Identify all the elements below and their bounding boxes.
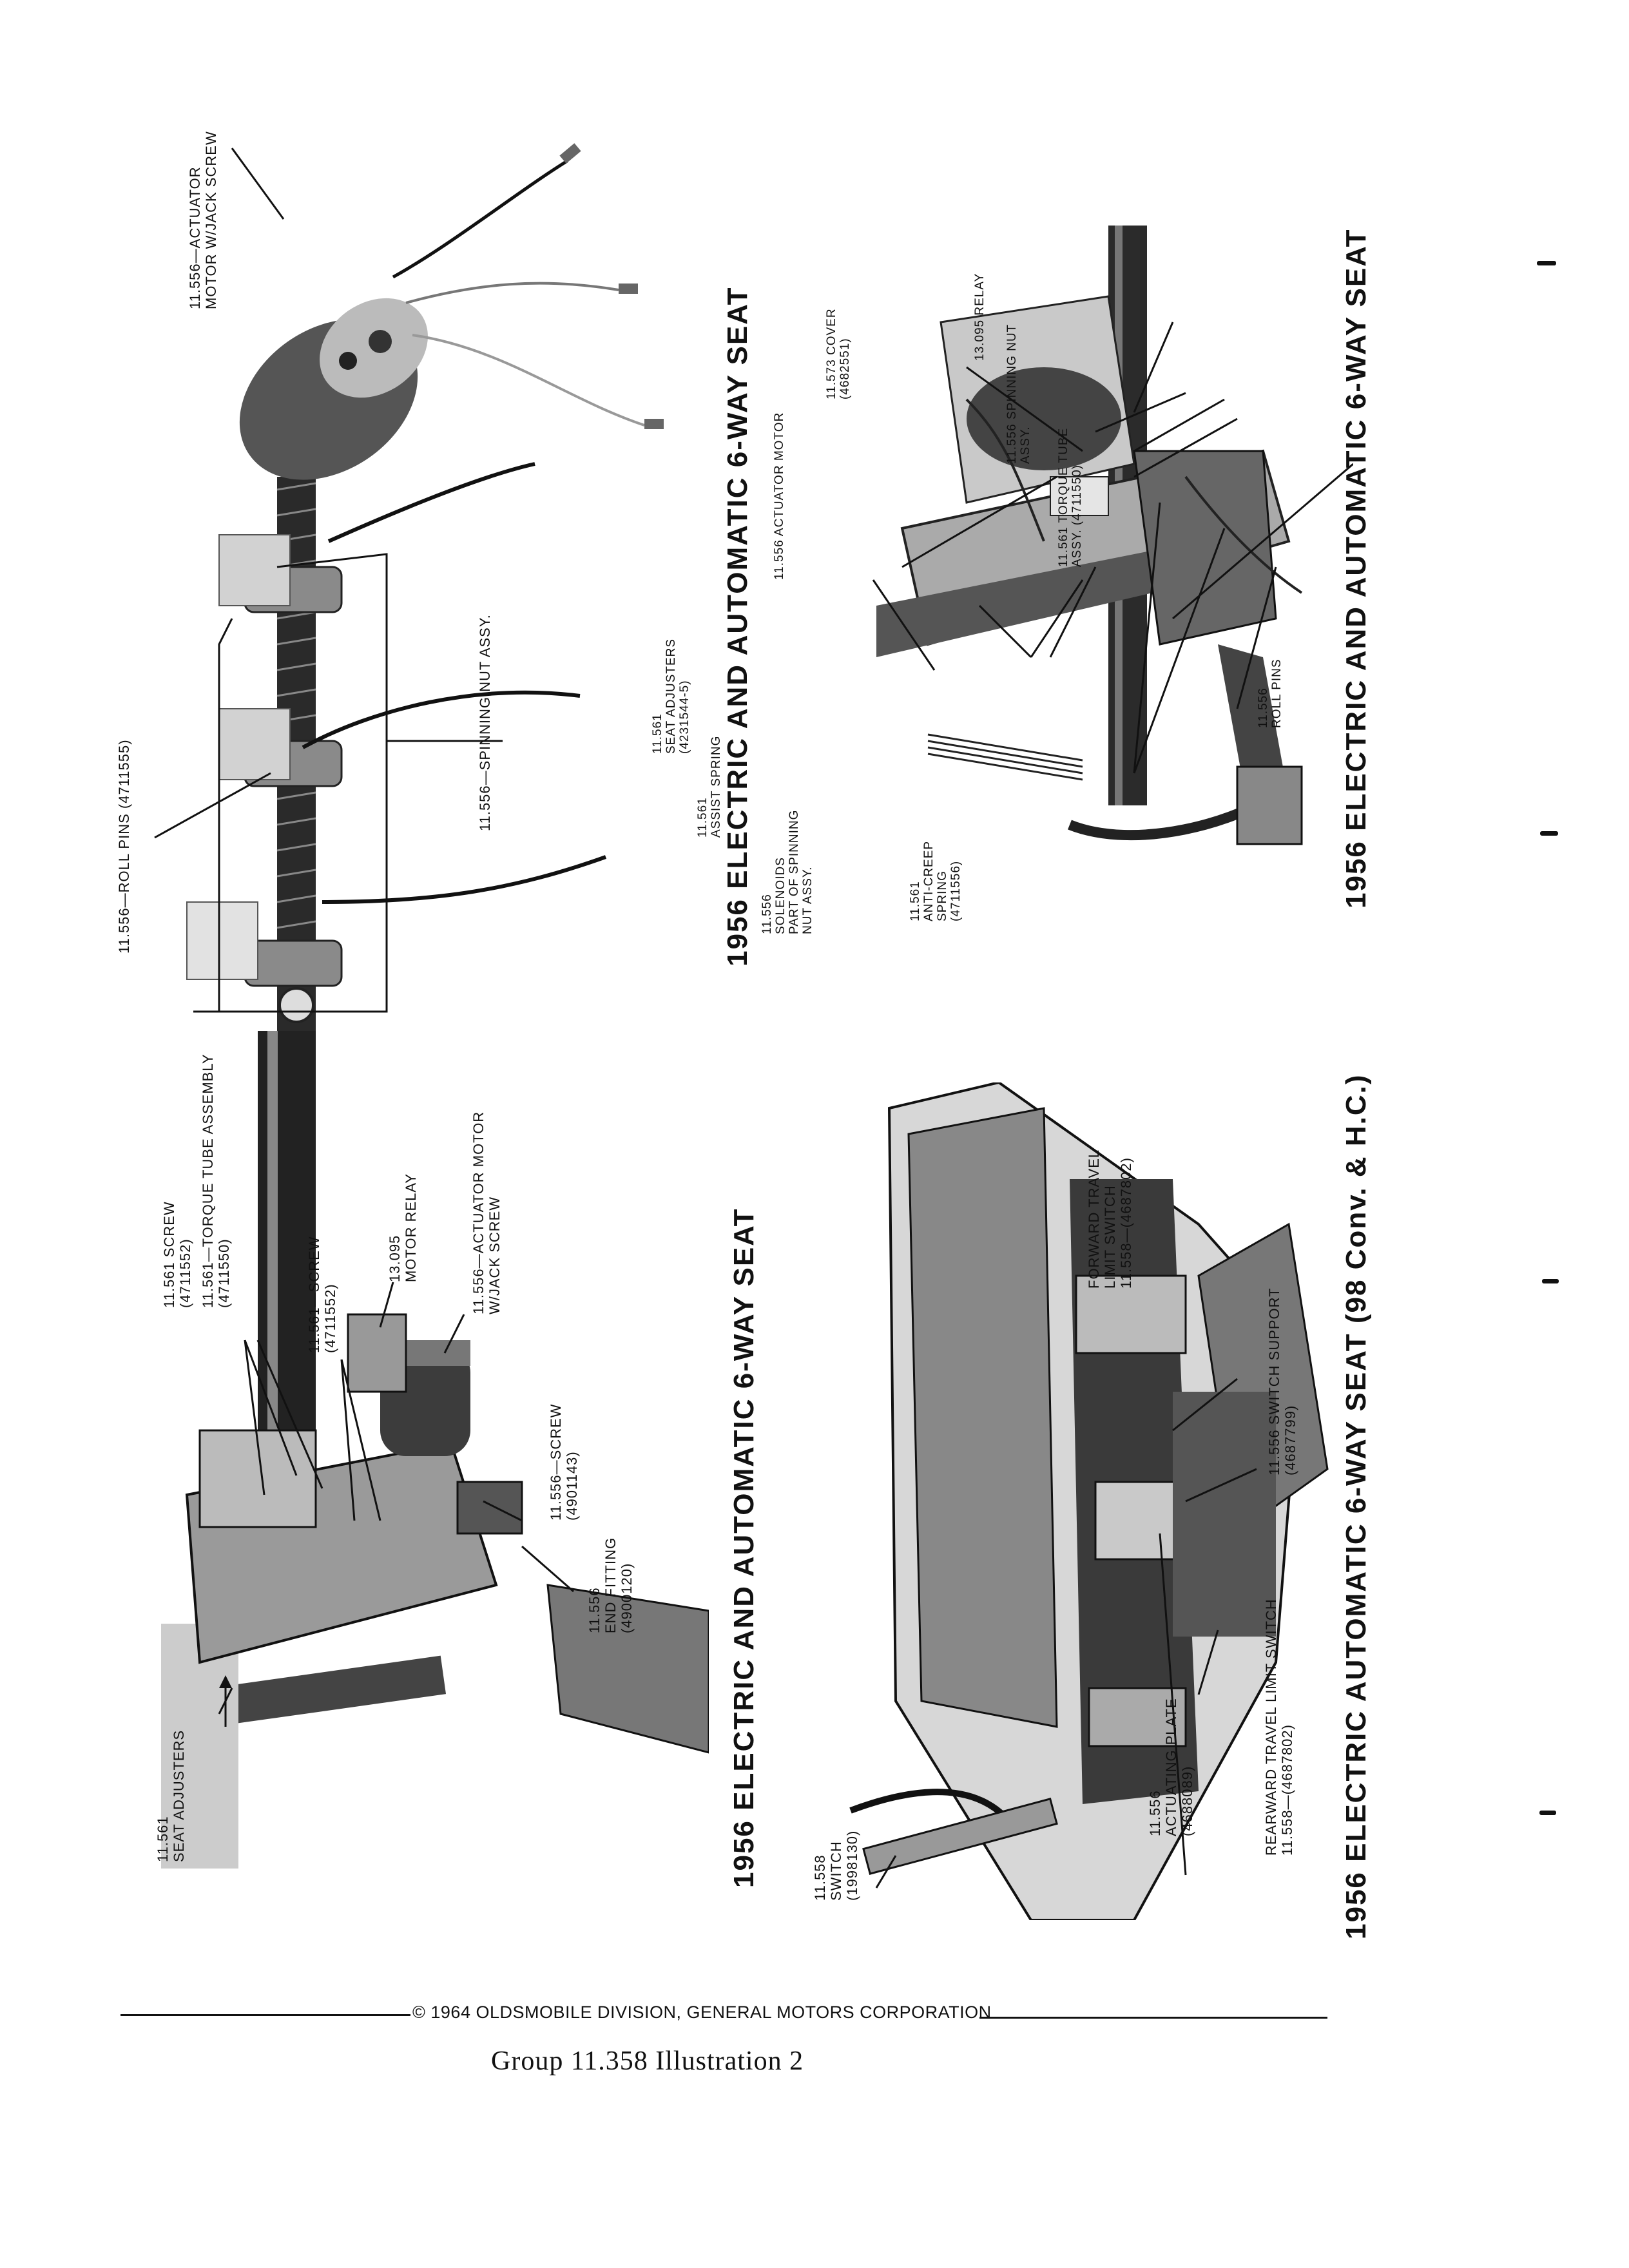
footer-rule-right — [979, 2017, 1327, 2019]
panel-motor-relay: 11.561 SCREW (4711552) 11.561—TORQUE TUB… — [155, 1031, 709, 1869]
photo-actuator-jackscrew — [186, 143, 664, 1031]
photo-assembly-cutaway — [872, 226, 1353, 845]
photo-motor-relay — [161, 1031, 709, 1869]
footer-rule-left — [120, 2014, 410, 2016]
arrow-icon — [219, 1675, 232, 1727]
panel-limit-switch: FORWARD TRAVEL LIMIT SWITCH 11.558—(4687… — [812, 1082, 1353, 1920]
margin-mark — [1540, 831, 1558, 836]
copyright-line: © 1964 OLDSMOBILE DIVISION, GENERAL MOTO… — [412, 2003, 992, 2022]
margin-mark — [1542, 1279, 1559, 1283]
group-illustration-line: Group 11.358 Illustration 2 — [491, 2046, 804, 2076]
margin-mark — [1537, 261, 1556, 265]
panel-assembly-cutaway: 11.573 COVER (4682551) 13.095 RELAY 11.5… — [651, 206, 1353, 979]
margin-mark — [1539, 1811, 1556, 1815]
panel-actuator-jackscrew: 11.556—ACTUATOR MOTOR W/JACK SCREW 11.55… — [116, 64, 696, 1031]
bracket-spinning-nut — [154, 148, 503, 1013]
photo-limit-switch — [849, 1082, 1329, 1920]
